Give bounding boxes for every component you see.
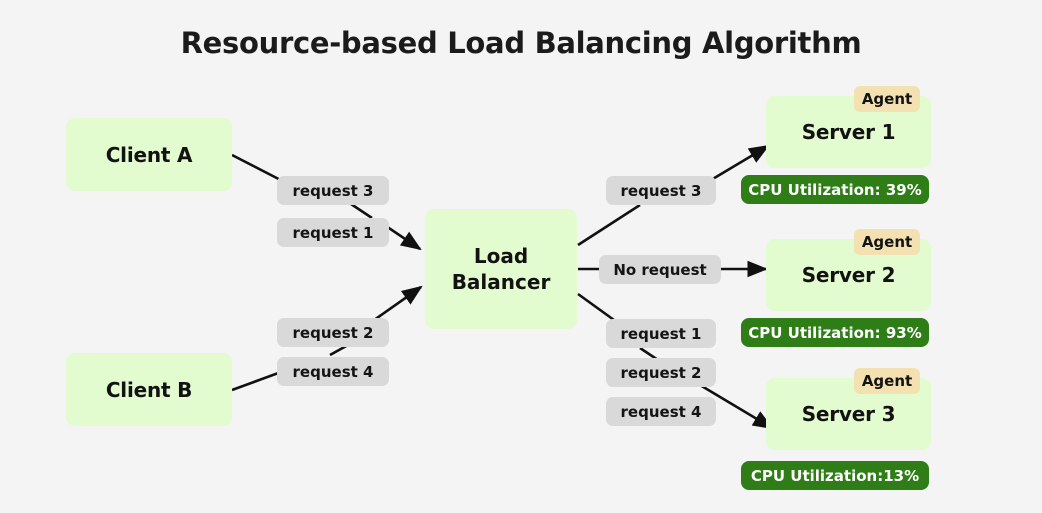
agent-badge-label: Agent bbox=[861, 372, 913, 390]
client-b-node[interactable]: Client B bbox=[66, 353, 232, 426]
client-a-node[interactable]: Client A bbox=[66, 118, 232, 191]
request-pill-label: request 4 bbox=[292, 362, 374, 381]
load-balancer-label: Load Balancer bbox=[452, 243, 551, 295]
request-pill-request-2-out[interactable]: request 2 bbox=[606, 358, 716, 387]
request-pill-label: request 2 bbox=[620, 363, 702, 382]
request-pill-request-3-out[interactable]: request 3 bbox=[606, 176, 716, 205]
request-pill-label: request 3 bbox=[292, 181, 374, 200]
client-a-label: Client A bbox=[105, 142, 193, 167]
request-pill-label: No request bbox=[613, 260, 707, 279]
page-title: Resource-based Load Balancing Algorithm bbox=[180, 26, 862, 60]
server-1-cpu-utilization-bar: CPU Utilization: 39% bbox=[741, 175, 929, 204]
request-pill-label: request 3 bbox=[620, 181, 702, 200]
agent-badge-label: Agent bbox=[861, 233, 913, 251]
request-pill-request-2-in[interactable]: request 2 bbox=[277, 318, 389, 347]
server-2-cpu-utilization-bar: CPU Utilization: 93% bbox=[741, 318, 929, 347]
cpu-utilization-label: CPU Utilization: 39% bbox=[748, 180, 922, 199]
server-1-label: Server 1 bbox=[801, 120, 896, 144]
load-balancer-node[interactable]: Load Balancer bbox=[425, 209, 577, 329]
request-pill-no-request-out[interactable]: No request bbox=[599, 255, 721, 284]
request-pill-request-1-in[interactable]: request 1 bbox=[277, 218, 389, 247]
edge-load-balancer-to-request-3-out bbox=[577, 203, 641, 247]
client-b-label: Client B bbox=[105, 377, 193, 402]
server-1-node[interactable]: Server 1 bbox=[766, 96, 931, 168]
request-pill-request-4-out[interactable]: request 4 bbox=[606, 397, 716, 426]
agent-badge-label: Agent bbox=[861, 90, 913, 108]
request-pill-label: request 1 bbox=[292, 223, 374, 242]
server-3-agent-badge[interactable]: Agent bbox=[854, 368, 920, 394]
request-pill-request-3-in[interactable]: request 3 bbox=[277, 176, 389, 205]
request-pill-label: request 2 bbox=[292, 323, 374, 342]
server-2-agent-badge[interactable]: Agent bbox=[854, 229, 920, 255]
request-pill-label: request 4 bbox=[620, 402, 702, 421]
edge-load-balancer-to-request-1-out bbox=[577, 292, 615, 322]
server-3-label: Server 3 bbox=[801, 402, 896, 426]
server-3-cpu-utilization-bar: CPU Utilization:13% bbox=[741, 461, 929, 490]
request-pill-request-1-out[interactable]: request 1 bbox=[606, 319, 716, 348]
server-2-label: Server 2 bbox=[801, 263, 896, 287]
request-pill-request-4-in[interactable]: request 4 bbox=[277, 357, 389, 386]
cpu-utilization-label: CPU Utilization:13% bbox=[750, 466, 920, 485]
load-balancer-label-line1: Load bbox=[473, 244, 529, 268]
cpu-utilization-label: CPU Utilization: 93% bbox=[748, 323, 922, 342]
request-pill-label: request 1 bbox=[620, 324, 702, 343]
load-balancer-label-line2: Balancer bbox=[451, 270, 551, 294]
server-1-agent-badge[interactable]: Agent bbox=[854, 86, 920, 112]
